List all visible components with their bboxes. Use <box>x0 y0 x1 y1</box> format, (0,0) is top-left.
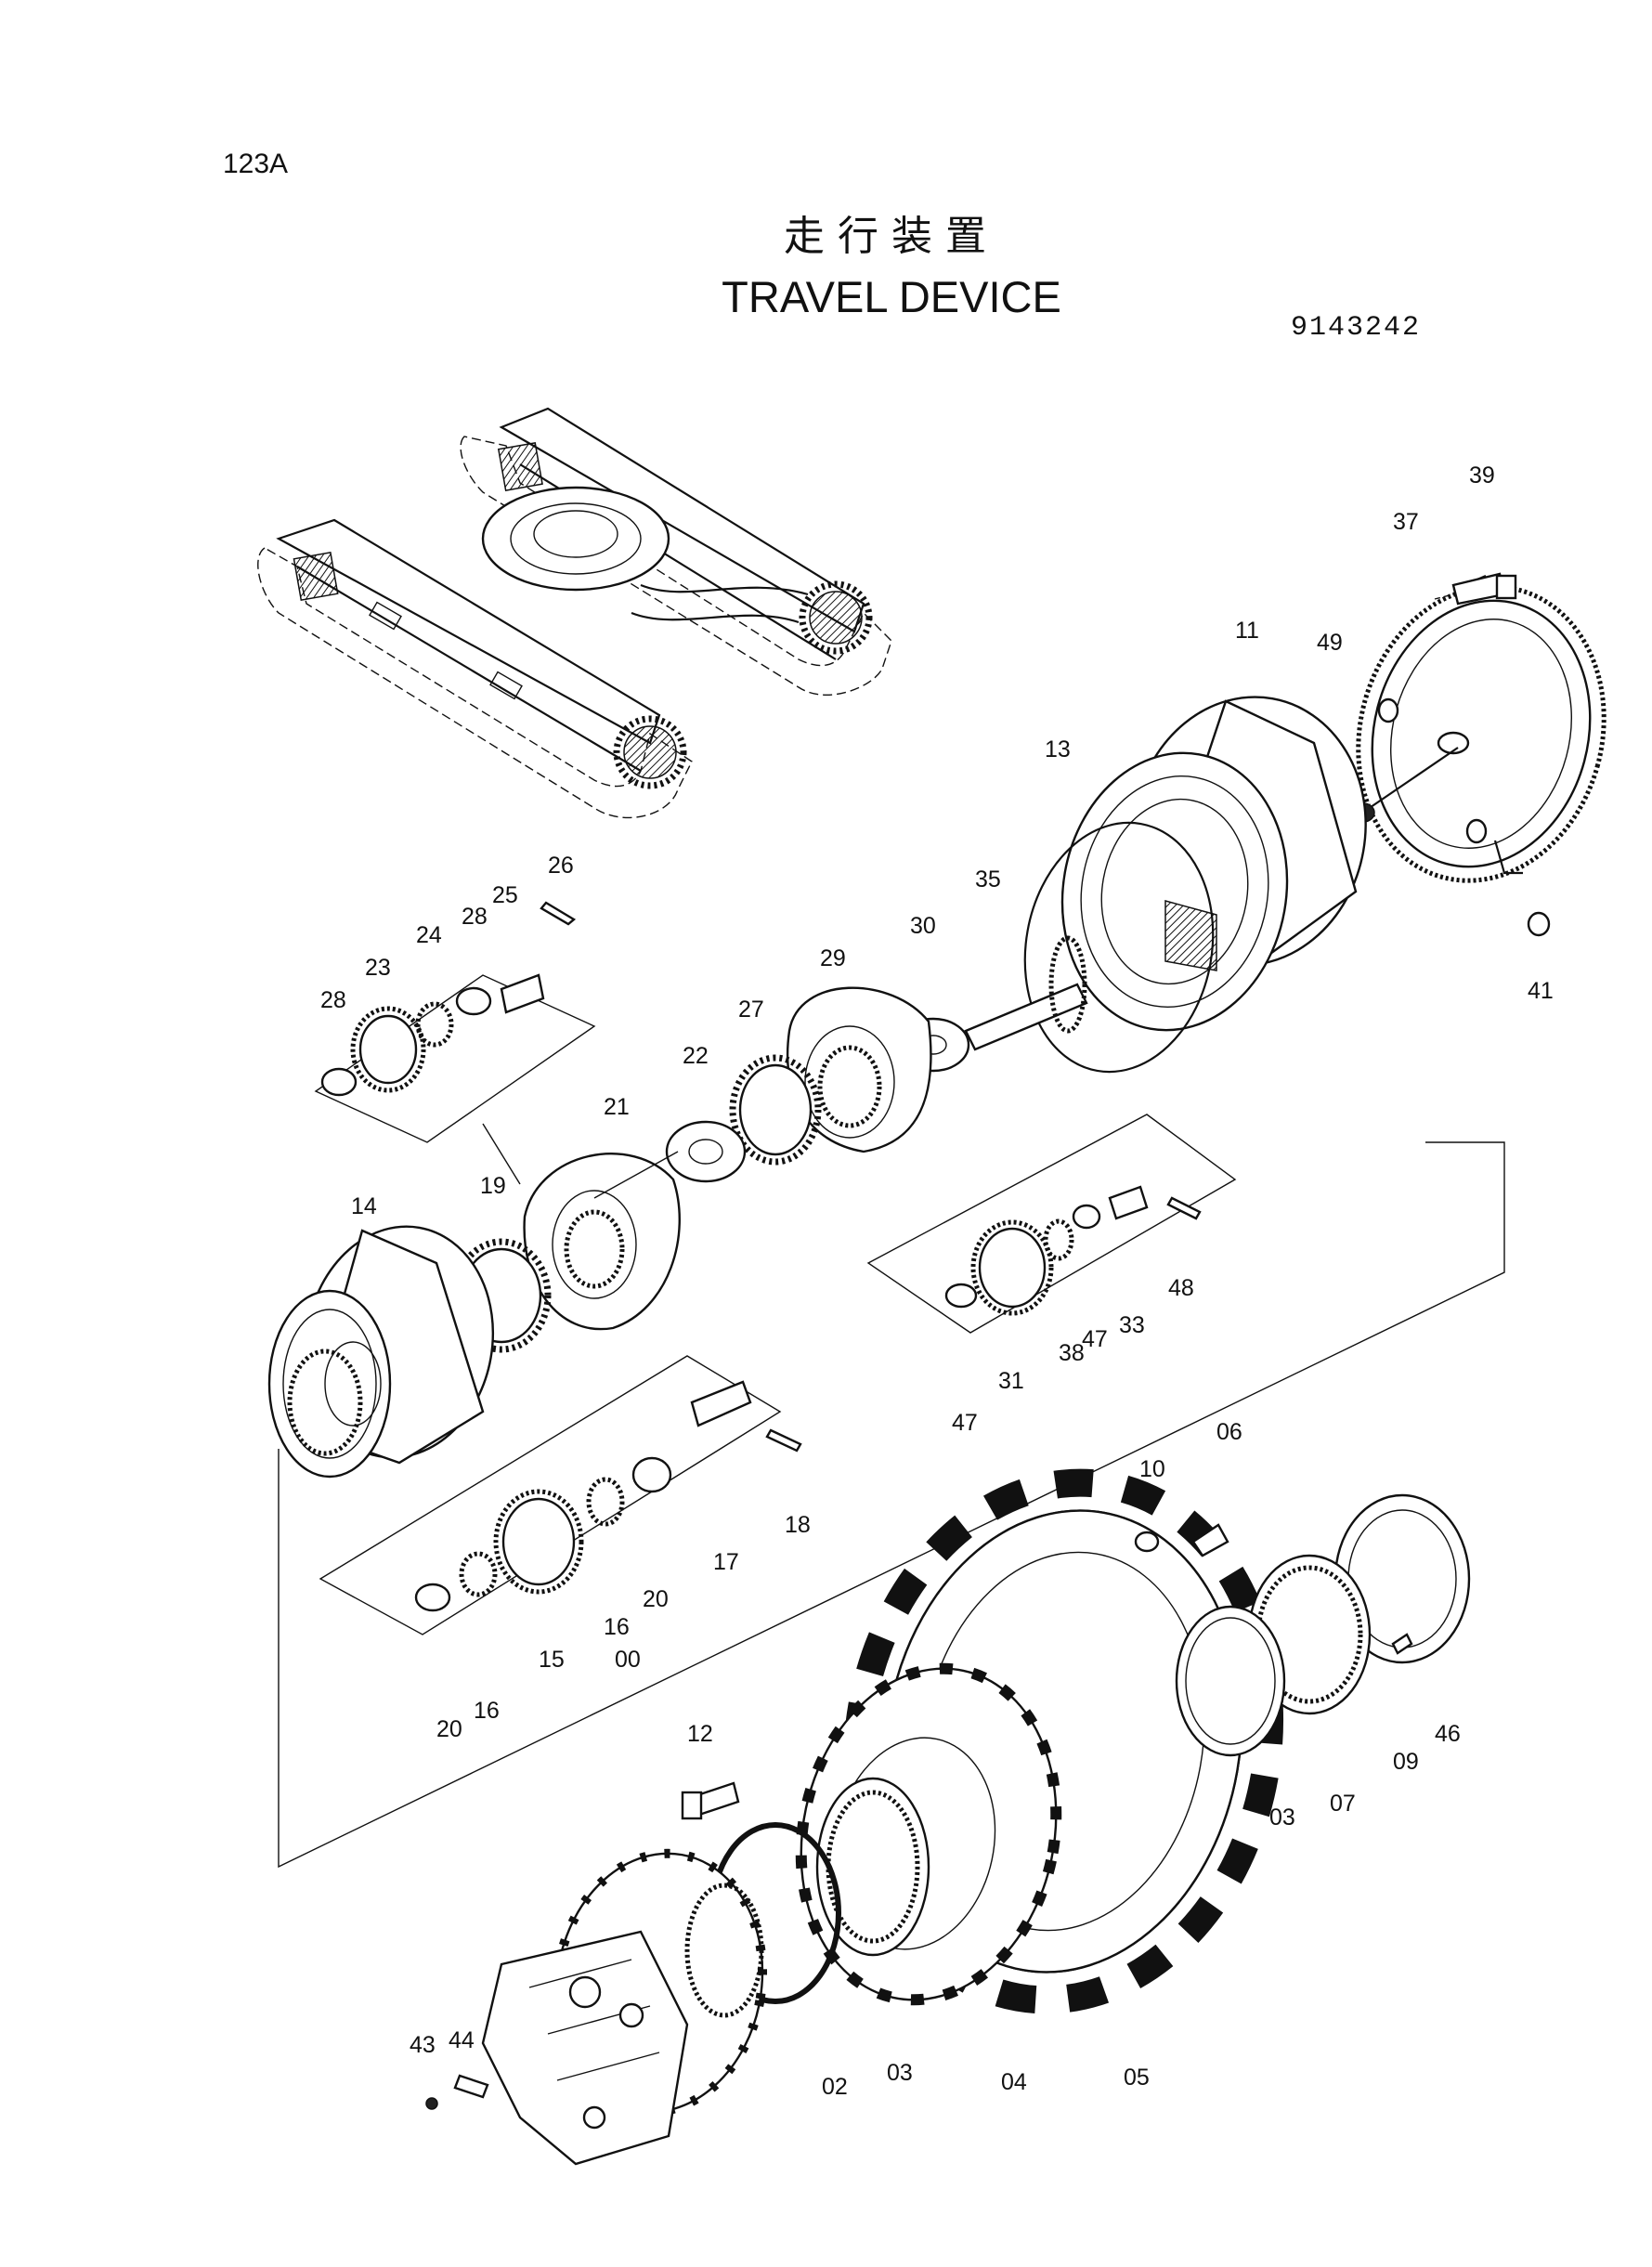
callout-31: 31 <box>998 1368 1024 1394</box>
bearing-03 <box>1175 1605 1286 1757</box>
callout-47-a: 47 <box>952 1410 978 1436</box>
callout-10: 10 <box>1139 1456 1165 1482</box>
carrier-29 <box>665 986 932 1183</box>
callout-06: 06 <box>1216 1419 1242 1445</box>
callout-18: 18 <box>785 1512 811 1538</box>
callout-05: 05 <box>1124 2065 1150 2091</box>
leader-29 <box>593 1151 679 1199</box>
callout-30: 30 <box>910 913 936 939</box>
callout-35: 35 <box>975 866 1001 892</box>
callout-24: 24 <box>416 922 442 948</box>
callout-48: 48 <box>1168 1275 1194 1301</box>
washer-10 <box>1134 1531 1160 1553</box>
callout-27: 27 <box>738 997 764 1023</box>
callout-43: 43 <box>410 2032 436 2058</box>
callout-15: 15 <box>539 1647 565 1673</box>
travel-motor-00 <box>425 1848 768 2166</box>
callout-00: 00 <box>615 1647 641 1673</box>
callout-19: 19 <box>480 1173 506 1199</box>
title-japanese: 走行装置 <box>784 213 999 260</box>
callout-17: 17 <box>713 1549 739 1575</box>
callout-28-a: 28 <box>320 987 346 1013</box>
callout-12: 12 <box>687 1721 713 1747</box>
callout-28-b: 28 <box>462 904 488 930</box>
callout-11: 11 <box>1235 618 1259 644</box>
callout-47-b: 47 <box>1082 1326 1108 1352</box>
callout-46: 46 <box>1435 1721 1461 1747</box>
o-ring-13 <box>1023 821 1215 1074</box>
callout-39: 39 <box>1469 463 1495 489</box>
pin-09 <box>1391 1633 1413 1655</box>
cover-assembly <box>1351 572 1606 937</box>
callout-49: 49 <box>1317 630 1343 656</box>
callout-14: 14 <box>351 1193 377 1219</box>
callout-20-a: 20 <box>436 1716 462 1742</box>
callout-03-a: 03 <box>887 2060 913 2086</box>
callout-41: 41 <box>1528 978 1554 1004</box>
callout-29: 29 <box>820 945 846 971</box>
screw-43 <box>425 2097 438 2110</box>
callout-04: 04 <box>1001 2069 1027 2095</box>
callout-38: 38 <box>1059 1340 1085 1366</box>
housing-14 <box>267 1225 495 1479</box>
hub-04 <box>681 1662 1062 2006</box>
callout-33: 33 <box>1119 1312 1145 1338</box>
leader-21 <box>482 1123 521 1185</box>
page-code: 123A <box>223 149 289 179</box>
planet-group-upper <box>314 901 596 1143</box>
callout-13: 13 <box>1045 736 1071 762</box>
leader-frame <box>278 1141 1505 1869</box>
callout-03-b: 03 <box>1269 1804 1295 1831</box>
planet-group-lower <box>319 1355 802 1635</box>
bolt-06 <box>1191 1523 1229 1557</box>
callout-23: 23 <box>365 955 391 981</box>
callout-16-a: 16 <box>474 1698 500 1724</box>
drum-housing <box>1060 696 1367 1032</box>
callout-16-b: 16 <box>604 1614 630 1640</box>
callout-26: 26 <box>548 853 574 879</box>
callout-25: 25 <box>492 882 518 908</box>
callout-02: 02 <box>822 2074 848 2100</box>
callout-21: 21 <box>604 1094 630 1120</box>
callout-20-b: 20 <box>643 1586 669 1612</box>
callout-07: 07 <box>1330 1791 1356 1817</box>
title-english: TRAVEL DEVICE <box>722 272 1061 321</box>
plate-44 <box>453 2074 489 2099</box>
callout-labels: 00 02 03 03 04 05 06 07 09 10 11 12 13 1… <box>320 463 1554 2100</box>
callout-44: 44 <box>449 2027 475 2053</box>
undercarriage-illustration <box>257 407 892 819</box>
planet-group-middle <box>866 1114 1237 1334</box>
carrier-21 <box>451 1153 681 1353</box>
callout-22: 22 <box>683 1043 709 1069</box>
callout-37: 37 <box>1393 509 1419 535</box>
assembly-part-number: 9143242 <box>1291 312 1422 344</box>
callout-09: 09 <box>1393 1749 1419 1775</box>
